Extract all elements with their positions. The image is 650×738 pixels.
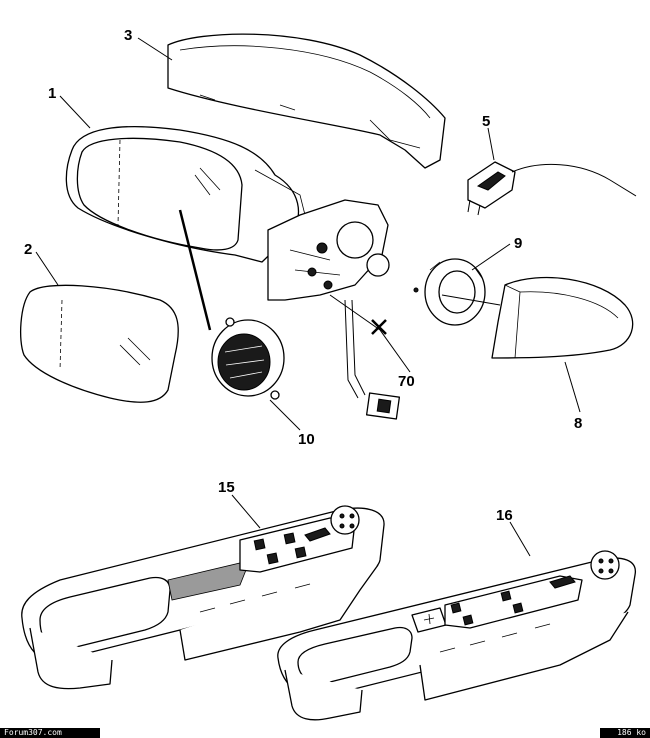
leader-lines <box>35 37 581 557</box>
part-2-mirror-glass <box>20 284 179 403</box>
part-1-mirror-housing <box>65 126 306 263</box>
part-3-mirror-cover <box>167 33 446 169</box>
leader-line-2 <box>35 251 59 286</box>
callout-8: 8 <box>574 415 582 432</box>
part-9-ring <box>413 258 486 326</box>
part-15-switch-panel <box>21 505 385 690</box>
callout-1: 1 <box>48 85 56 102</box>
leader-line-1 <box>59 95 91 129</box>
part-8-repeater-lens <box>491 276 634 359</box>
callout-2: 2 <box>24 241 32 258</box>
callout-15: 15 <box>218 479 235 496</box>
callout-70: 70 <box>398 373 415 390</box>
leader-line-9b <box>441 294 501 306</box>
callout-10: 10 <box>298 431 315 448</box>
part-10-motor <box>178 209 285 400</box>
callout-9: 9 <box>514 235 522 252</box>
footer-file-size: 186 ko <box>600 728 650 738</box>
callout-16: 16 <box>496 507 513 524</box>
leader-line-70 <box>379 329 411 373</box>
leader-line-10 <box>269 399 301 431</box>
leader-line-3 <box>137 37 173 61</box>
callout-5: 5 <box>482 113 490 130</box>
callout-labels: 3 1 2 5 9 8 10 70 15 16 <box>24 27 582 524</box>
x-mark <box>371 319 387 335</box>
mirror-base-mount <box>267 199 401 420</box>
leader-line-16 <box>509 521 531 557</box>
footer-watermark-left: Forum307.com <box>0 728 100 738</box>
leader-line-70b <box>329 294 381 331</box>
leader-line-8 <box>564 361 581 413</box>
callout-3: 3 <box>124 27 132 44</box>
part-16-switch-panel <box>277 550 636 721</box>
part-5-lamp-bulb <box>467 161 637 216</box>
leader-line-5 <box>487 127 495 161</box>
leader-line-15 <box>231 494 261 529</box>
leader-line-9 <box>471 243 511 271</box>
